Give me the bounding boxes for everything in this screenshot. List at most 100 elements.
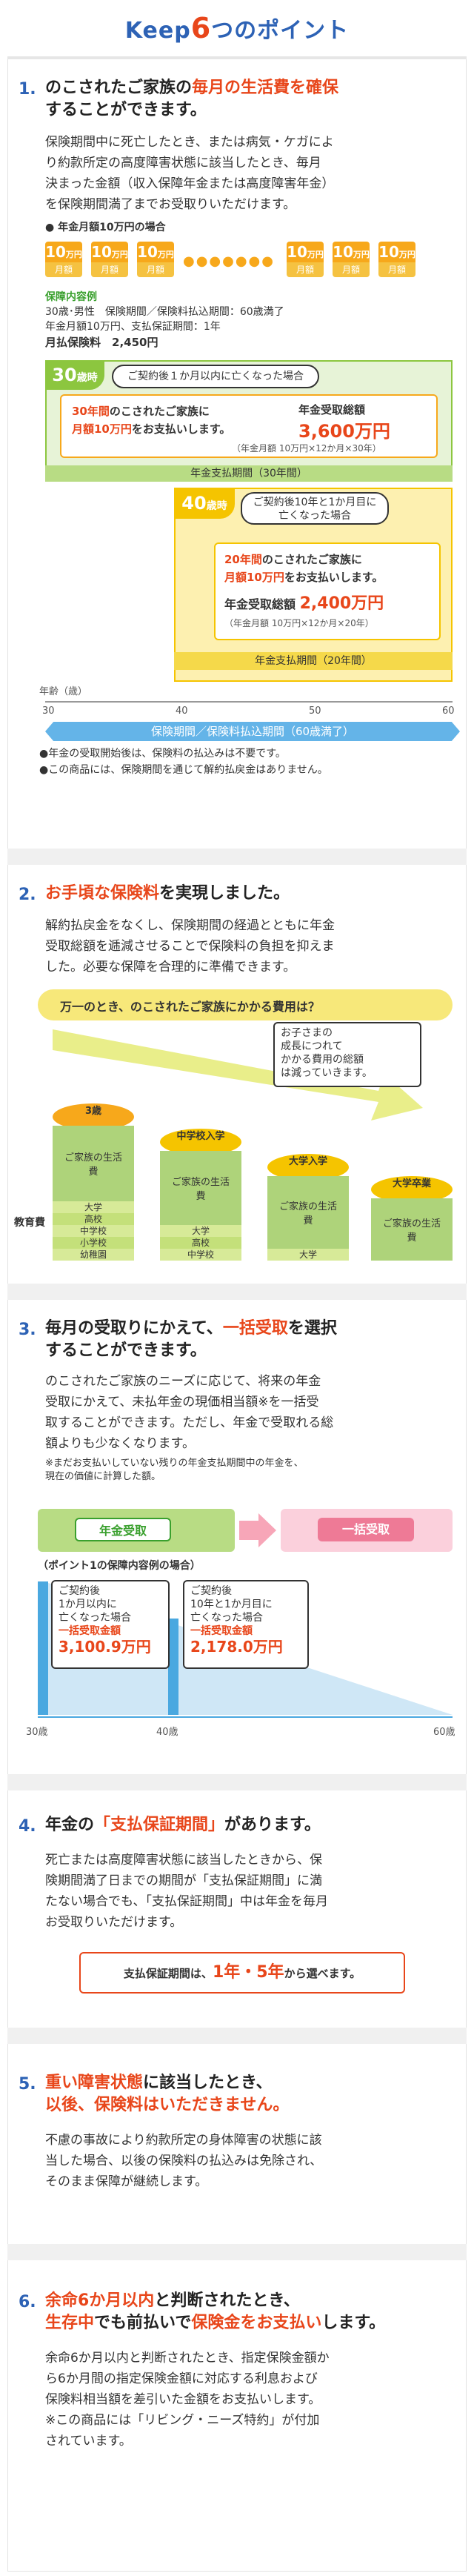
red-text: 月額10万円 bbox=[72, 422, 132, 436]
cost-banner: 万一のとき、のこされたご家族にかかる費用は？ bbox=[38, 989, 453, 1020]
payment-period-30: 年金支払期間（30年間） bbox=[45, 465, 453, 482]
heading-part: があります。 bbox=[224, 1816, 321, 1834]
heading-part: を選択 bbox=[287, 1319, 337, 1338]
education-layer: 大学 bbox=[53, 1201, 134, 1213]
title-keep: Keep bbox=[124, 18, 191, 44]
coin-value: 10万円 bbox=[137, 242, 174, 262]
section-heading: 重い障害状態に該当したとき、 以後、保険料はいただきません。 bbox=[45, 2072, 451, 2117]
case-30-line-1: 30年間のこされたご家族に bbox=[72, 403, 210, 419]
body-line: たない場合でも、「支払保証期間」中は年金を毎月 bbox=[45, 1894, 328, 1909]
body-line: ら6か月間の指定保険金額に対応する利息および bbox=[45, 2371, 318, 2386]
section-number: 1. bbox=[19, 80, 36, 99]
page-title: Keep6つのポイント bbox=[0, 12, 474, 44]
lump-case-1: ご契約後 1か月以内に 亡くなった場合 一括受取金額 3,100.9万円 bbox=[51, 1580, 170, 1669]
body-line: 受取にかえて、未払年金の現価相当額※を一括受 bbox=[45, 1395, 319, 1410]
living-cost-layer: ご家族の生活費 bbox=[53, 1126, 134, 1201]
case-line: 亡くなった場合 bbox=[190, 1612, 263, 1624]
coin-value: 10万円 bbox=[45, 242, 82, 262]
note-line: ●この商品には、保険期間を通じて解約払戻金はありません。 bbox=[39, 764, 328, 776]
title-number: 6 bbox=[190, 12, 212, 44]
section-heading: 年金の「支払保証期間」があります。 bbox=[45, 1814, 451, 1836]
living-cost-layer: ご家族の生活費 bbox=[267, 1176, 349, 1249]
text: をお支払いします。 bbox=[284, 571, 384, 584]
body-line: のこされたご家族のニーズに応じて、将来の年金 bbox=[45, 1374, 321, 1389]
guarantee-box: 支払保証期間は、1年・5年から選べます。 bbox=[79, 1952, 405, 1994]
education-layer: 中学校 bbox=[53, 1225, 134, 1237]
coin-10man: 10万円月額 bbox=[378, 242, 415, 277]
body-line: お受取りいただけます。 bbox=[45, 1915, 183, 1930]
banner-text: 万一のとき、のこされたご家族にかかる費用は？ bbox=[60, 1000, 320, 1014]
living-cost-layer: ご家族の生活費 bbox=[371, 1198, 453, 1261]
body-line: そのまま保障が継続します。 bbox=[45, 2174, 208, 2189]
heading-part: と判断されたとき、 bbox=[154, 2291, 300, 2310]
heading-part: 毎月の受取りにかえて、 bbox=[45, 1319, 223, 1338]
callout-line: 成長につれて bbox=[281, 1040, 343, 1052]
bar-30 bbox=[38, 1581, 48, 1715]
annual-pill: 年金受取 bbox=[75, 1518, 171, 1541]
body-line: 保険料相当額を差引いた金額をお支払いします。 bbox=[45, 2392, 321, 2407]
box-text: から選べます。 bbox=[284, 1967, 361, 1980]
coin-10man: 10万円月額 bbox=[137, 242, 174, 277]
heading-highlight: お手頃な保険料 bbox=[45, 884, 160, 903]
page-header: Keep6つのポイント bbox=[0, 0, 474, 56]
section-heading: のこされたご家族の毎月の生活費を確保 することができます。 bbox=[45, 77, 451, 122]
section-number: 4. bbox=[19, 1817, 36, 1836]
case-30-line-2: 月額10万円をお支払いします。 bbox=[72, 421, 230, 436]
body-line: 額よりも少なくなります。 bbox=[45, 1436, 195, 1451]
age-tick: 60歳 bbox=[433, 1727, 455, 1738]
case-30-info: 30年間のこされたご家族に 月額10万円をお支払いします。 年金受取総額 3,6… bbox=[60, 394, 438, 458]
red-text: 30年間 bbox=[72, 405, 110, 418]
education-label: 教育費 bbox=[14, 1217, 45, 1229]
amount-label: 一括受取金額 bbox=[59, 1625, 121, 1637]
cost-stack: 中学校入学ご家族の生活費大学高校中学校 bbox=[160, 1129, 241, 1265]
education-layer: 幼稚園 bbox=[53, 1249, 134, 1261]
coin-label: 月額 bbox=[137, 262, 174, 277]
body-line: 保険期間中に死亡したとき、または病気・ケガによ bbox=[45, 135, 334, 150]
living-cost-layer: ご家族の生活費 bbox=[160, 1151, 241, 1225]
divider bbox=[7, 2244, 467, 2260]
age-40-number: 40 bbox=[181, 493, 207, 514]
arrow-right-icon bbox=[239, 1513, 276, 1547]
coin-label: 月額 bbox=[287, 262, 324, 277]
detail-title: 保障内容例 bbox=[45, 291, 97, 303]
coin-unit: 万円 bbox=[65, 250, 82, 259]
coin-label: 月額 bbox=[378, 262, 415, 277]
heading-highlight: 保険金をお支払い bbox=[191, 2314, 322, 2332]
case-40-note: ご契約後10年と1か月目に 亡くなった場合 bbox=[241, 492, 389, 525]
body-line: 当した場合、以後の保険料の払込みは免除され、 bbox=[45, 2154, 323, 2168]
section-heading: 毎月の受取りにかえて、一括受取を選択 することができます。 bbox=[45, 1318, 451, 1362]
age-30-unit: 歳時 bbox=[76, 372, 98, 384]
heading-highlight: 「支払保証期間」 bbox=[94, 1816, 225, 1834]
decreasing-arrow bbox=[53, 1029, 423, 1121]
note-line: 亡くなった場合 bbox=[278, 510, 351, 522]
coin-number: 10 bbox=[91, 243, 112, 261]
cost-stack: 大学卒業ご家族の生活費 bbox=[371, 1176, 453, 1265]
body-line: されています。 bbox=[45, 2434, 132, 2449]
body-line: 険期間満了日までの期間が「支払保証期間」に満 bbox=[45, 1873, 322, 1888]
case-line: 10年と1か月目に bbox=[190, 1599, 273, 1610]
body-line: した。必要な保障を合理的に準備できます。 bbox=[45, 960, 296, 975]
title-suffix: つのポイント bbox=[211, 18, 350, 44]
education-layer: 大学 bbox=[160, 1225, 241, 1237]
example-label: （ポイント1の保障内容例の場合） bbox=[38, 1560, 201, 1572]
section-4: 4. 年金の「支払保証期間」があります。 死亡または高度障害状態に該当したときか… bbox=[7, 1790, 467, 2028]
case-30-note: ご契約後１か月以内に亡くなった場合 bbox=[112, 365, 319, 388]
amount-label: 一括受取金額 bbox=[190, 1625, 253, 1637]
coin-10man: 10万円月額 bbox=[45, 242, 82, 277]
amount-value: 3,100.9万円 bbox=[59, 1638, 151, 1656]
age-tick: 60 bbox=[442, 706, 455, 717]
age-40-tag: 40歳時 bbox=[174, 488, 235, 519]
section-6: 6. 余命6か月以内と判断されたとき、 生存中でも前払いで保険金をお支払いします… bbox=[7, 2260, 467, 2572]
heading-part: でも前払いで bbox=[94, 2314, 192, 2332]
premium-line: 月払保険料 2,450円 bbox=[45, 336, 158, 349]
divider bbox=[7, 2028, 467, 2044]
heading-part: を実現しました。 bbox=[159, 884, 290, 903]
education-layer: 小学校 bbox=[53, 1237, 134, 1249]
heading-part: することができます。 bbox=[45, 1341, 207, 1360]
section-body: のこされたご家族のニーズに応じて、将来の年金 受取にかえて、未払年金の現価相当額… bbox=[45, 1371, 450, 1454]
coin-value: 10万円 bbox=[333, 242, 370, 262]
coin-label: 月額 bbox=[91, 262, 128, 277]
footnote: ※まだお支払いしていない残りの年金支払期間中の年金を、 bbox=[45, 1458, 304, 1469]
note-line: ご契約後10年と1か月目に bbox=[253, 497, 377, 508]
section-number: 5. bbox=[19, 2075, 36, 2094]
